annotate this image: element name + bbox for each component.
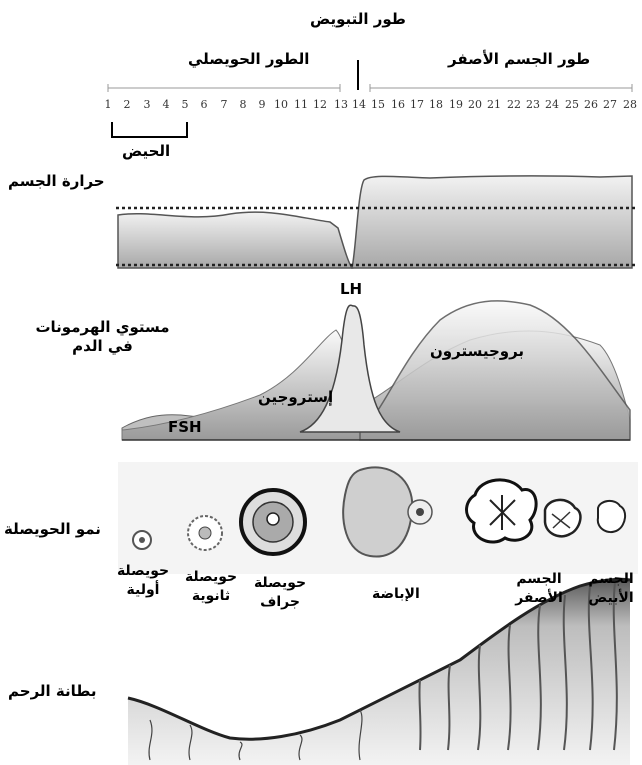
secondary-follicle-label-line2: ثانوية	[191, 588, 231, 604]
day-number: 12	[313, 98, 327, 111]
day-number: 5	[181, 98, 189, 111]
day-number: 25	[565, 98, 579, 111]
day-number: 9	[258, 98, 266, 111]
day-number: 24	[545, 98, 559, 111]
day-number: 26	[584, 98, 598, 111]
lh-curve	[299, 304, 401, 433]
secondary-follicle-label: حويصلة ثانوية	[176, 568, 246, 606]
primary-follicle-label-line1: حويصلة	[116, 563, 170, 579]
day-number: 4	[162, 98, 170, 111]
corpus-luteum-label: الجسم الأصفر	[508, 570, 570, 608]
phase-brackets	[108, 60, 632, 90]
day-number: 10	[274, 98, 288, 111]
day-number: 11	[294, 98, 308, 111]
day-number: 14	[352, 98, 366, 111]
luteal-phase-label: طور الجسم الأصفر	[448, 50, 591, 68]
day-number: 19	[449, 98, 463, 111]
corpus-luteum-label-line1: الجسم	[516, 571, 562, 587]
uterine-lining-label: بطانة الرحم	[8, 682, 97, 700]
primary-follicle-label-line2: أولية	[126, 582, 160, 598]
body-temperature-label: حرارة الجسم	[8, 172, 105, 190]
spiral-arteries	[148, 709, 363, 761]
day-number: 28	[623, 98, 637, 111]
progesterone-curve	[359, 300, 631, 441]
day-number: 1	[104, 98, 112, 111]
day-number: 13	[334, 98, 348, 111]
fsh-label: FSH	[168, 418, 202, 436]
day-ticks	[107, 84, 633, 92]
temperature-curve-luteal	[351, 175, 633, 269]
day-number: 2	[123, 98, 131, 111]
hormone-panel	[121, 300, 631, 441]
day-number: 27	[603, 98, 617, 111]
corpus-albicans-label: الجسم الأبيض	[582, 570, 640, 608]
temperature-panel	[116, 175, 636, 269]
progesterone-label: بروجيسترون	[430, 342, 525, 360]
day-number: 18	[429, 98, 443, 111]
menses-bracket	[111, 122, 188, 138]
ovulation-follicle	[342, 466, 414, 558]
uterine-lining-panel	[127, 577, 631, 765]
day-number: 23	[526, 98, 540, 111]
uterine-glands	[418, 581, 618, 751]
follicle-growth-label: نمو الحويصلة	[4, 520, 101, 538]
primary-follicle-label: حويصلة أولية	[110, 562, 176, 600]
ovulation-phase-label: طور التبويض	[310, 10, 406, 28]
graafian-follicle-label-line2: جراف	[260, 594, 300, 610]
follicle-panel	[118, 462, 638, 574]
estrogen-label: إستروجين	[258, 388, 334, 406]
day-number: 8	[239, 98, 247, 111]
day-number: 20	[468, 98, 482, 111]
corpus-albicans-label-line1: الجسم	[588, 571, 634, 587]
endometrium-surface	[127, 577, 631, 741]
day-number: 16	[391, 98, 405, 111]
day-number: 15	[371, 98, 385, 111]
graafian-follicle-label: حويصلة جراف	[248, 574, 312, 612]
lh-label: LH	[340, 280, 363, 298]
graafian-follicle-label-line1: حويصلة	[253, 575, 307, 591]
menses-label: الحيض	[122, 142, 171, 160]
follicular-phase-label: الطور الحويصلي	[188, 50, 310, 68]
secondary-follicle-label-line1: حويصلة	[184, 569, 238, 585]
hormone-level-label-line1: مستوي الهرمونات	[35, 318, 170, 336]
day-number: 17	[410, 98, 424, 111]
corpus-luteum-label-line2: الأصفر	[515, 590, 563, 606]
day-number: 22	[507, 98, 521, 111]
endometrium-shape	[128, 579, 630, 765]
day-number: 21	[487, 98, 501, 111]
hormone-level-label-line2: في الدم	[72, 337, 133, 355]
corpus-albicans	[596, 500, 626, 534]
day-number: 3	[143, 98, 151, 111]
day-number: 7	[220, 98, 228, 111]
corpus-albicans-label-line2: الأبيض	[588, 590, 634, 606]
day-number: 6	[200, 98, 208, 111]
hormone-level-label: مستوي الهرمونات في الدم	[10, 318, 195, 356]
temperature-curve	[117, 211, 354, 269]
ovulation-stage-label: الإباضة	[372, 586, 420, 602]
